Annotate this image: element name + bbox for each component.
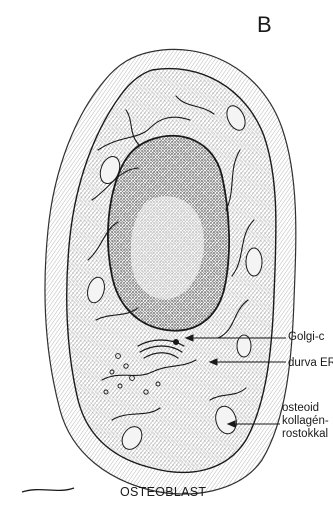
scale-bar [22,488,74,492]
callout-osteoid: osteoid kollagén- rostokkal [282,402,329,441]
panel-letter: B [257,12,272,38]
callout-golgi-line: Golgi-c [288,331,324,344]
callout-osteoid-line-3: rostokkal [282,428,329,441]
callout-er-line: durva ER [288,357,333,370]
callout-golgi: Golgi-c [288,331,324,344]
callout-osteoid-line-2: kollagén- [282,415,329,428]
callout-er: durva ER [288,357,333,370]
figure-caption: OSTEOBLAST [120,485,206,499]
callout-osteoid-line-1: osteoid [282,402,329,415]
